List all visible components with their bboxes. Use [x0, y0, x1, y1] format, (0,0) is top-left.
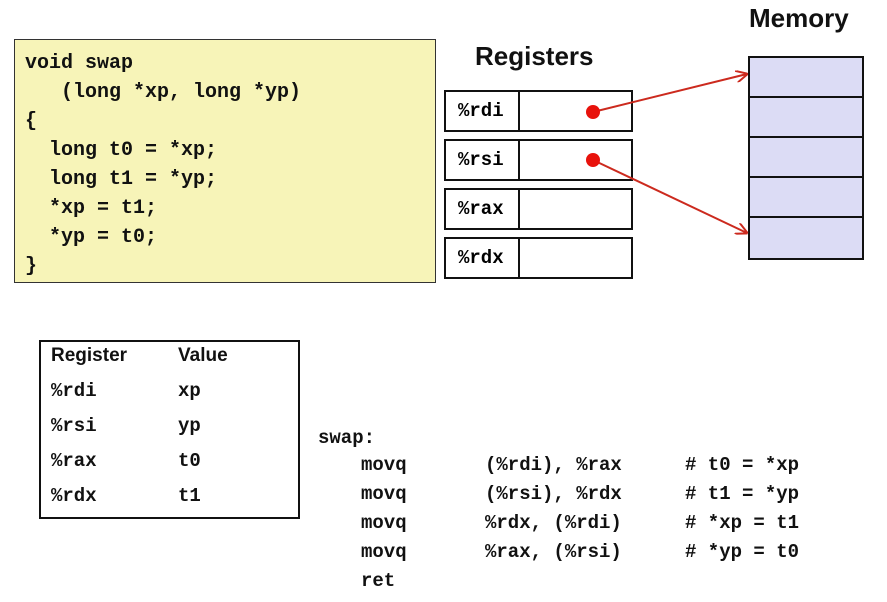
asm-op: movq [361, 541, 407, 563]
register-label: %rdi [446, 92, 520, 130]
c-code-box: void swap (long *xp, long *yp) { long t0… [14, 39, 436, 283]
asm-comment: # *xp = t1 [685, 512, 800, 534]
register-label: %rsi [446, 141, 520, 179]
memory-cell [750, 218, 862, 258]
code-line: void swap [25, 52, 134, 75]
code-line: *yp = t0; [25, 226, 158, 249]
asm-op: movq [361, 454, 407, 476]
code-line: long t0 = *xp; [25, 139, 218, 162]
register-box-rdx: %rdx [444, 237, 633, 279]
code-line: } [25, 255, 38, 278]
registers-title: Registers [475, 41, 594, 71]
table-cell-value: t0 [178, 450, 201, 472]
table-cell-register: %rsi [51, 415, 97, 437]
register-box-rdi: %rdi [444, 90, 633, 132]
memory-cell [750, 138, 862, 178]
asm-comment: # t0 = *xp [685, 454, 800, 476]
table-cell-value: xp [178, 380, 201, 402]
code-line: (long *xp, long *yp) [25, 81, 302, 104]
asm-op: ret [361, 570, 396, 592]
table-cell-value: yp [178, 415, 201, 437]
table-cell-register: %rdx [51, 485, 97, 507]
asm-operands: %rdx, (%rdi) [485, 512, 622, 534]
register-box-rax: %rax [444, 188, 633, 230]
asm-operands: %rax, (%rsi) [485, 541, 622, 563]
asm-comment: # t1 = *yp [685, 483, 800, 505]
memory-cell [750, 58, 862, 98]
code-line: long t1 = *yp; [25, 168, 218, 191]
table-cell-value: t1 [178, 485, 201, 507]
register-value-table: Register Value %rdi xp %rsi yp %rax t0 %… [39, 340, 300, 519]
asm-comment: # *yp = t0 [685, 541, 800, 563]
asm-operands: (%rdi), %rax [485, 454, 622, 476]
table-header-register: Register [51, 345, 128, 366]
assembly-label: swap: [318, 427, 376, 449]
register-label: %rax [446, 190, 520, 228]
register-box-rsi: %rsi [444, 139, 633, 181]
asm-operands: (%rsi), %rdx [485, 483, 622, 505]
asm-op: movq [361, 512, 407, 534]
memory-block [748, 56, 864, 260]
register-label: %rdx [446, 239, 520, 277]
code-line: { [25, 110, 38, 133]
table-cell-register: %rdi [51, 380, 97, 402]
asm-op: movq [361, 483, 407, 505]
table-cell-register: %rax [51, 450, 97, 472]
table-header-value: Value [178, 345, 228, 366]
memory-cell [750, 178, 862, 218]
memory-title: Memory [749, 3, 849, 33]
code-line: *xp = t1; [25, 197, 158, 220]
memory-cell [750, 98, 862, 138]
